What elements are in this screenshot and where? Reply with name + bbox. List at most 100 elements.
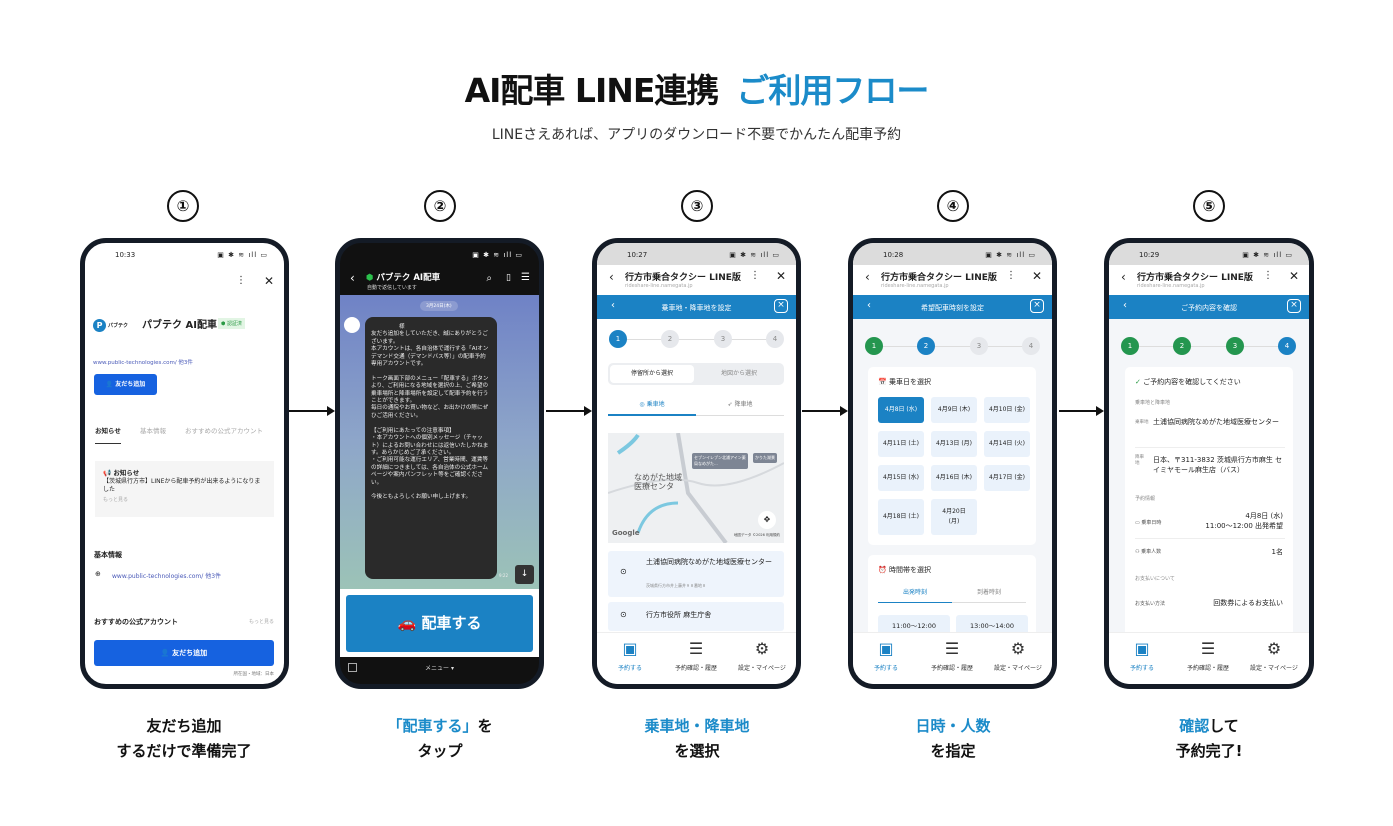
date-option[interactable]: 4月16日 (木) — [931, 465, 977, 491]
step-number-4: ④ — [937, 190, 969, 222]
close-icon[interactable]: ✕ — [1031, 269, 1042, 283]
date-option[interactable]: 4月9日 (木) — [931, 397, 977, 423]
datetime-label: ▭ 乗車日時 — [1135, 520, 1162, 526]
tab-pickup[interactable]: ◎ 乗車地 — [608, 399, 696, 416]
close-icon[interactable]: × — [774, 299, 788, 313]
menu-toggle[interactable]: メニュー ▾ — [425, 665, 454, 672]
tab-notice[interactable]: お知らせ — [95, 425, 121, 444]
seg-stop[interactable]: 停留所から選択 — [610, 365, 694, 383]
seg-map[interactable]: 地図から選択 — [720, 370, 757, 377]
notice-title: 📢 お知らせ — [103, 469, 140, 477]
more-icon[interactable]: ⋮ — [750, 270, 760, 281]
recommended-more-link[interactable]: もっと見る — [248, 619, 274, 625]
back-icon[interactable]: ‹ — [611, 300, 615, 311]
nav-settings[interactable]: ⚙設定・マイページ — [985, 639, 1051, 672]
close-icon[interactable]: × — [1287, 299, 1301, 313]
notice-card[interactable]: 📢 お知らせ 【茨城県行方市】LINEから配車予約が出来るようになりました もっ… — [95, 461, 274, 517]
date-chip: 3月24日(木) — [420, 301, 458, 311]
scroll-down-icon[interactable]: ↓ — [515, 565, 534, 584]
map-marker-label[interactable]: かりた湖景 — [753, 453, 777, 463]
nav-reserve[interactable]: ▣予約する — [597, 639, 663, 672]
date-option[interactable]: 4月10日 (金) — [984, 397, 1030, 423]
nav-history[interactable]: ☰予約確認・履歴 — [919, 639, 985, 672]
close-icon[interactable]: ✕ — [1288, 269, 1299, 283]
calendar-icon: ▣ — [622, 639, 638, 658]
nav-history[interactable]: ☰予約確認・履歴 — [663, 639, 729, 672]
tab-arrival[interactable]: 到着時刻 — [952, 587, 1026, 603]
back-icon[interactable]: ‹ — [350, 271, 355, 285]
place-card[interactable]: ⊙ 土浦協同病院なめがた地域医療センター 茨城県行方市井上藤井９８番地８ — [608, 551, 784, 597]
calendar-icon: ▣ — [1134, 639, 1150, 658]
gear-icon: ⚙ — [754, 639, 770, 658]
title-main: AI配車 LINE連携 — [464, 71, 720, 110]
flow-arrow — [1059, 406, 1104, 416]
basic-info-url[interactable]: www.public-technologies.com/ 他3件 — [112, 573, 222, 580]
more-icon[interactable]: ⋮ — [1006, 270, 1016, 281]
map-roads — [608, 433, 784, 543]
map[interactable]: なめがた地域医療センタ セブンイレブン北浦アイン薬局なめがた... かりた湖景 … — [608, 433, 784, 543]
tab-departure[interactable]: 出発時刻 — [878, 587, 952, 603]
tab-dropoff[interactable]: ➶ 降車地 — [696, 399, 784, 416]
account-name: パブテク AI配車 — [142, 320, 217, 331]
region-text: 所在国・地域：日本 — [233, 672, 275, 677]
time-slot[interactable]: 13:00〜14:00 — [956, 615, 1028, 637]
nav-reserve[interactable]: ▣予約する — [1109, 639, 1175, 672]
nav-settings[interactable]: ⚙設定・マイページ — [729, 639, 795, 672]
payment-label: お支払い方法 — [1135, 601, 1166, 607]
back-icon[interactable]: ‹ — [867, 300, 871, 311]
account-url[interactable]: www.public-technologies.com/ 他3件 — [93, 360, 193, 366]
nav-history[interactable]: ☰予約確認・履歴 — [1175, 639, 1241, 672]
search-icon[interactable]: ⌕ — [486, 273, 492, 284]
nav-settings[interactable]: ⚙設定・マイページ — [1241, 639, 1307, 672]
divider — [1135, 538, 1285, 539]
message-time: 9:22 — [499, 573, 508, 578]
menu-icon[interactable]: ☰ — [521, 272, 530, 283]
date-option[interactable]: 4月13日 (月) — [931, 431, 977, 457]
divider — [1135, 447, 1285, 448]
time-slot[interactable]: 11:00〜12:00 — [878, 615, 950, 637]
more-icon[interactable]: ⋮ — [236, 275, 246, 286]
date-option[interactable]: 4月11日 (土) — [878, 431, 924, 457]
back-icon[interactable]: ‹ — [1123, 300, 1127, 311]
add-friend-big-button[interactable]: 👤 友だち追加 — [94, 640, 274, 666]
google-logo: Google — [612, 529, 640, 537]
app-title: 行方市乗合タクシー LINE版 — [881, 273, 997, 283]
tab-basic-info[interactable]: 基本情報 — [140, 427, 166, 435]
tab-recommended[interactable]: おすすめの公式アカウント — [185, 427, 263, 435]
page-title: AI配車 LINE連携ご利用フロー — [0, 64, 1393, 112]
nav-reserve[interactable]: ▣予約する — [853, 639, 919, 672]
gear-icon: ⚙ — [1010, 639, 1026, 658]
notice-more-link[interactable]: もっと見る — [103, 497, 129, 503]
close-icon[interactable]: × — [1030, 299, 1044, 313]
map-marker-label[interactable]: セブンイレブン北浦アイン薬局なめがた... — [692, 453, 748, 469]
list-icon: ☰ — [1200, 639, 1216, 658]
more-icon[interactable]: ⋮ — [1263, 270, 1273, 281]
date-option[interactable]: 4月8日 (水) — [878, 397, 924, 423]
screen-title: ご予約内容を確認 — [1181, 304, 1237, 312]
back-icon[interactable]: ‹ — [1121, 270, 1126, 284]
back-icon[interactable]: ‹ — [609, 270, 614, 284]
date-option[interactable]: 4月18日 (土) — [878, 499, 924, 535]
date-option[interactable]: 4月17日 (金) — [984, 465, 1030, 491]
close-icon[interactable]: ✕ — [263, 274, 274, 288]
locate-icon[interactable]: ✥ — [758, 511, 776, 529]
back-icon[interactable]: ‹ — [865, 270, 870, 284]
status-icons: ▣ ✱ ≋ ıll ▭ — [729, 251, 780, 259]
screen-title: 乗車地・降車地を設定 — [661, 304, 732, 312]
date-option[interactable]: 4月20日 (月) — [931, 499, 977, 535]
keyboard-icon[interactable] — [348, 663, 357, 672]
app-url: rideshare-line.namegata.jp — [881, 283, 949, 289]
place-card[interactable]: ⊙ 行方市役所 麻生庁舎 — [608, 602, 784, 631]
date-option[interactable]: 4月14日 (火) — [984, 431, 1030, 457]
notes-icon[interactable]: ▯ — [506, 273, 511, 283]
dispatch-button[interactable]: 🚗 配車する — [346, 595, 533, 652]
section-label: 乗車地と降車地 — [1135, 400, 1171, 406]
date-option[interactable]: 4月15日 (水) — [878, 465, 924, 491]
chat-title: ⬢ パブテク AI配車 — [366, 273, 441, 283]
add-friend-button[interactable]: 👤 友だち追加 — [94, 374, 157, 395]
close-icon[interactable]: ✕ — [775, 269, 786, 283]
app-title: 行方市乗合タクシー LINE版 — [1137, 273, 1253, 283]
